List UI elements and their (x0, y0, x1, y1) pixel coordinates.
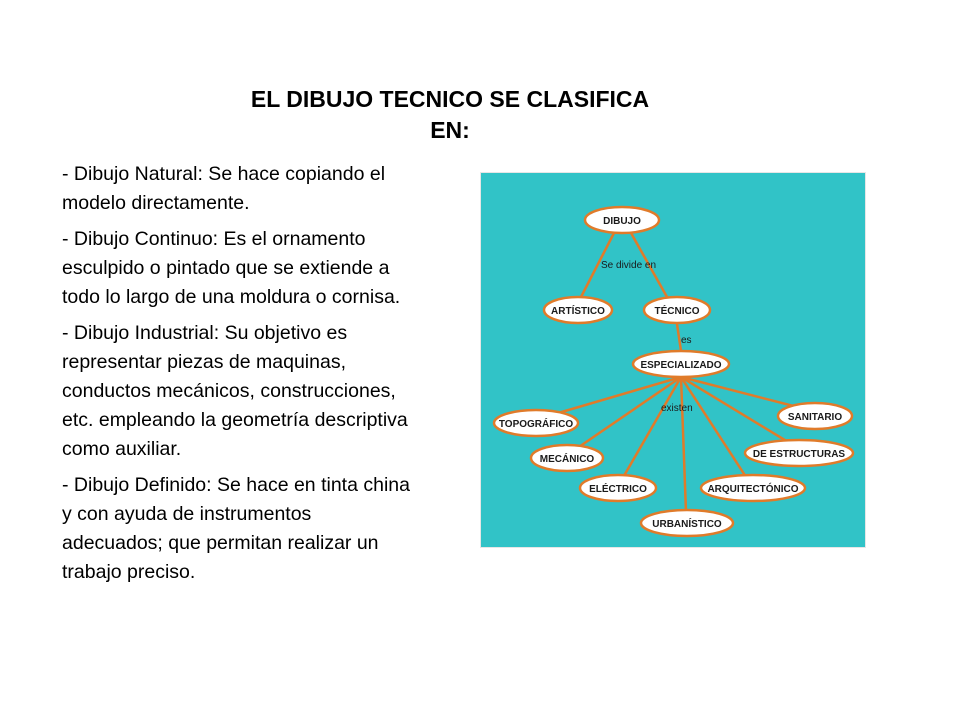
line-to-urbanistico (679, 376, 688, 513)
node-urbanistico: URBANÍSTICO (639, 508, 735, 538)
node-artistico: ARTÍSTICO (542, 295, 614, 325)
node-mecanico: MECÁNICO (529, 443, 605, 473)
line-tecnico-especializado (675, 323, 683, 352)
node-dibujo-label: DIBUJO (603, 216, 641, 227)
node-de-estructuras: DE ESTRUCTURAS (743, 438, 855, 468)
node-electrico-shape (580, 475, 656, 501)
item-dibujo-continuo: - Dibujo Continuo: Es el ornamento escul… (62, 228, 401, 308)
line-dibujo-artistico (579, 232, 616, 298)
node-sanitario-outline (776, 401, 854, 431)
node-dibujo-outline (583, 205, 661, 235)
line-to-electrico (619, 376, 683, 482)
item-dibujo-natural: - Dibujo Natural: Se hace copiando el mo… (62, 163, 386, 214)
body-text: - Dibujo Natural: Se hace copiando el mo… (62, 160, 414, 594)
node-arquitectonico-shape (701, 475, 805, 501)
node-mecanico-outline (529, 443, 605, 473)
node-dibujo: DIBUJO (583, 205, 661, 235)
node-de-estructuras-label: DE ESTRUCTURAS (753, 449, 846, 460)
node-arquitectonico-label: ARQUITECTÓNICO (707, 482, 798, 495)
node-mecanico-label: MECÁNICO (540, 452, 595, 465)
link-label-existen: existen (661, 403, 693, 414)
node-urbanistico-outline (639, 508, 735, 538)
node-especializado: ESPECIALIZADO (631, 349, 731, 379)
node-sanitario-label: SANITARIO (788, 412, 842, 423)
line-to-mecanico (572, 375, 682, 453)
item-dibujo-industrial: - Dibujo Industrial: Su objetivo es repr… (62, 322, 408, 460)
node-tecnico-outline (642, 295, 712, 325)
node-tecnico-shape (644, 297, 710, 323)
node-urbanistico-shape (641, 510, 733, 536)
node-especializado-shape (633, 351, 729, 377)
node-especializado-outline (631, 349, 731, 379)
node-topografico-label: TOPOGRÁFICO (499, 417, 573, 430)
node-dibujo-shape (585, 207, 659, 233)
node-artistico-outline (542, 295, 614, 325)
concept-nodes: DIBUJO ARTÍSTICO TÉCNICO ESPECIALIZADO (492, 205, 855, 538)
concept-map-image: Se divide en es existen DIBUJO ARTÍSTICO (480, 172, 866, 548)
line-dibujo-tecnico (629, 232, 669, 298)
concept-map: Se divide en es existen DIBUJO ARTÍSTICO (481, 173, 865, 547)
node-electrico-label: ELÉCTRICO (589, 482, 647, 495)
node-mecanico-shape (531, 445, 603, 471)
link-label-se-divide-en: Se divide en (601, 260, 656, 271)
node-topografico-outline (492, 408, 580, 438)
node-urbanistico-label: URBANÍSTICO (652, 517, 722, 530)
node-arquitectonico-outline (699, 473, 807, 503)
line-to-topografico (547, 375, 682, 418)
slide-title: EL DIBUJO TECNICO SE CLASIFICA EN: (240, 84, 660, 146)
node-topografico: TOPOGRÁFICO (492, 408, 580, 438)
node-tecnico: TÉCNICO (642, 295, 712, 325)
node-electrico-outline (578, 473, 658, 503)
node-especializado-label: ESPECIALIZADO (640, 360, 721, 371)
node-artistico-shape (544, 297, 612, 323)
title-line-1: EL DIBUJO TECNICO SE CLASIFICA (250, 86, 650, 112)
node-artistico-label: ARTÍSTICO (551, 304, 605, 317)
node-sanitario: SANITARIO (776, 401, 854, 431)
node-topografico-shape (494, 410, 578, 436)
node-sanitario-shape (778, 403, 852, 429)
item-dibujo-definido: - Dibujo Definido: Se hace en tinta chin… (62, 474, 410, 583)
title-line-2: EN: (430, 117, 470, 143)
node-tecnico-label: TÉCNICO (655, 304, 700, 317)
link-label-es: es (681, 335, 692, 346)
node-arquitectonico: ARQUITECTÓNICO (699, 473, 807, 503)
node-de-estructuras-shape (745, 440, 853, 466)
node-electrico: ELÉCTRICO (578, 473, 658, 503)
line-to-arquitectonico (679, 376, 750, 481)
node-de-estructuras-outline (743, 438, 855, 468)
line-to-de-estructuras (680, 375, 794, 447)
